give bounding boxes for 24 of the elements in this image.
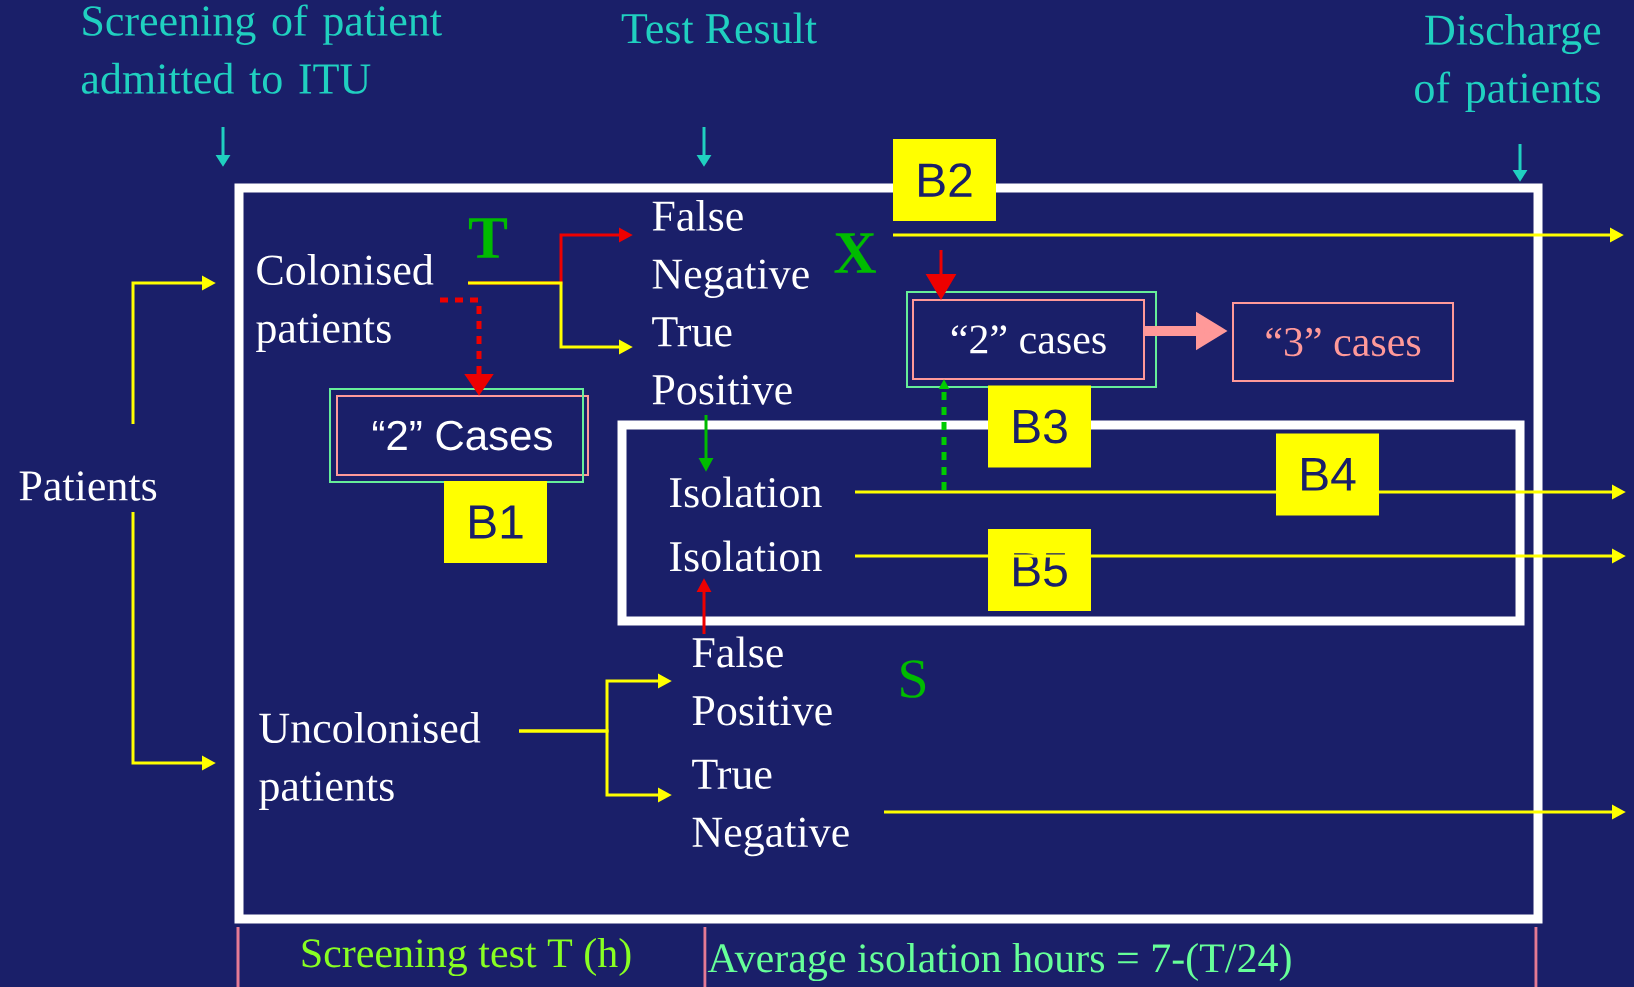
label-box: B1 (444, 481, 547, 563)
node-text: True Positive (652, 317, 792, 405)
header-text: Test Result (621, 12, 817, 44)
node-text: Uncolonised patients (259, 712, 481, 810)
node-text: Colonised patients (256, 254, 434, 352)
node-text: False Negative (652, 200, 809, 299)
letter-label: S (901, 660, 926, 698)
label-box: B3 (988, 385, 1091, 468)
cases-box: “3” cases (1232, 302, 1454, 382)
node-text: Isolation (670, 540, 822, 572)
letter-label: T (468, 218, 508, 258)
header-text: Screening of patient admitted to ITU (81, 4, 442, 94)
node-text: False Positive (692, 636, 832, 726)
node-text: Isolation (670, 476, 822, 508)
node-text: True Negative (692, 759, 849, 857)
letter-label: X (834, 233, 876, 273)
cases-box: “2” cases (906, 291, 1157, 388)
header-text: Discharge of patients (1415, 14, 1601, 112)
label-box: B2 (893, 139, 996, 221)
footer-text: Screening test T (h) (302, 937, 631, 977)
label-box: B4 (1276, 433, 1379, 516)
footer-text: Average isolation hours = 7-(T/24) (707, 942, 1291, 982)
cases-box: “2” Cases (329, 388, 589, 483)
node-text: Patients (19, 471, 157, 501)
